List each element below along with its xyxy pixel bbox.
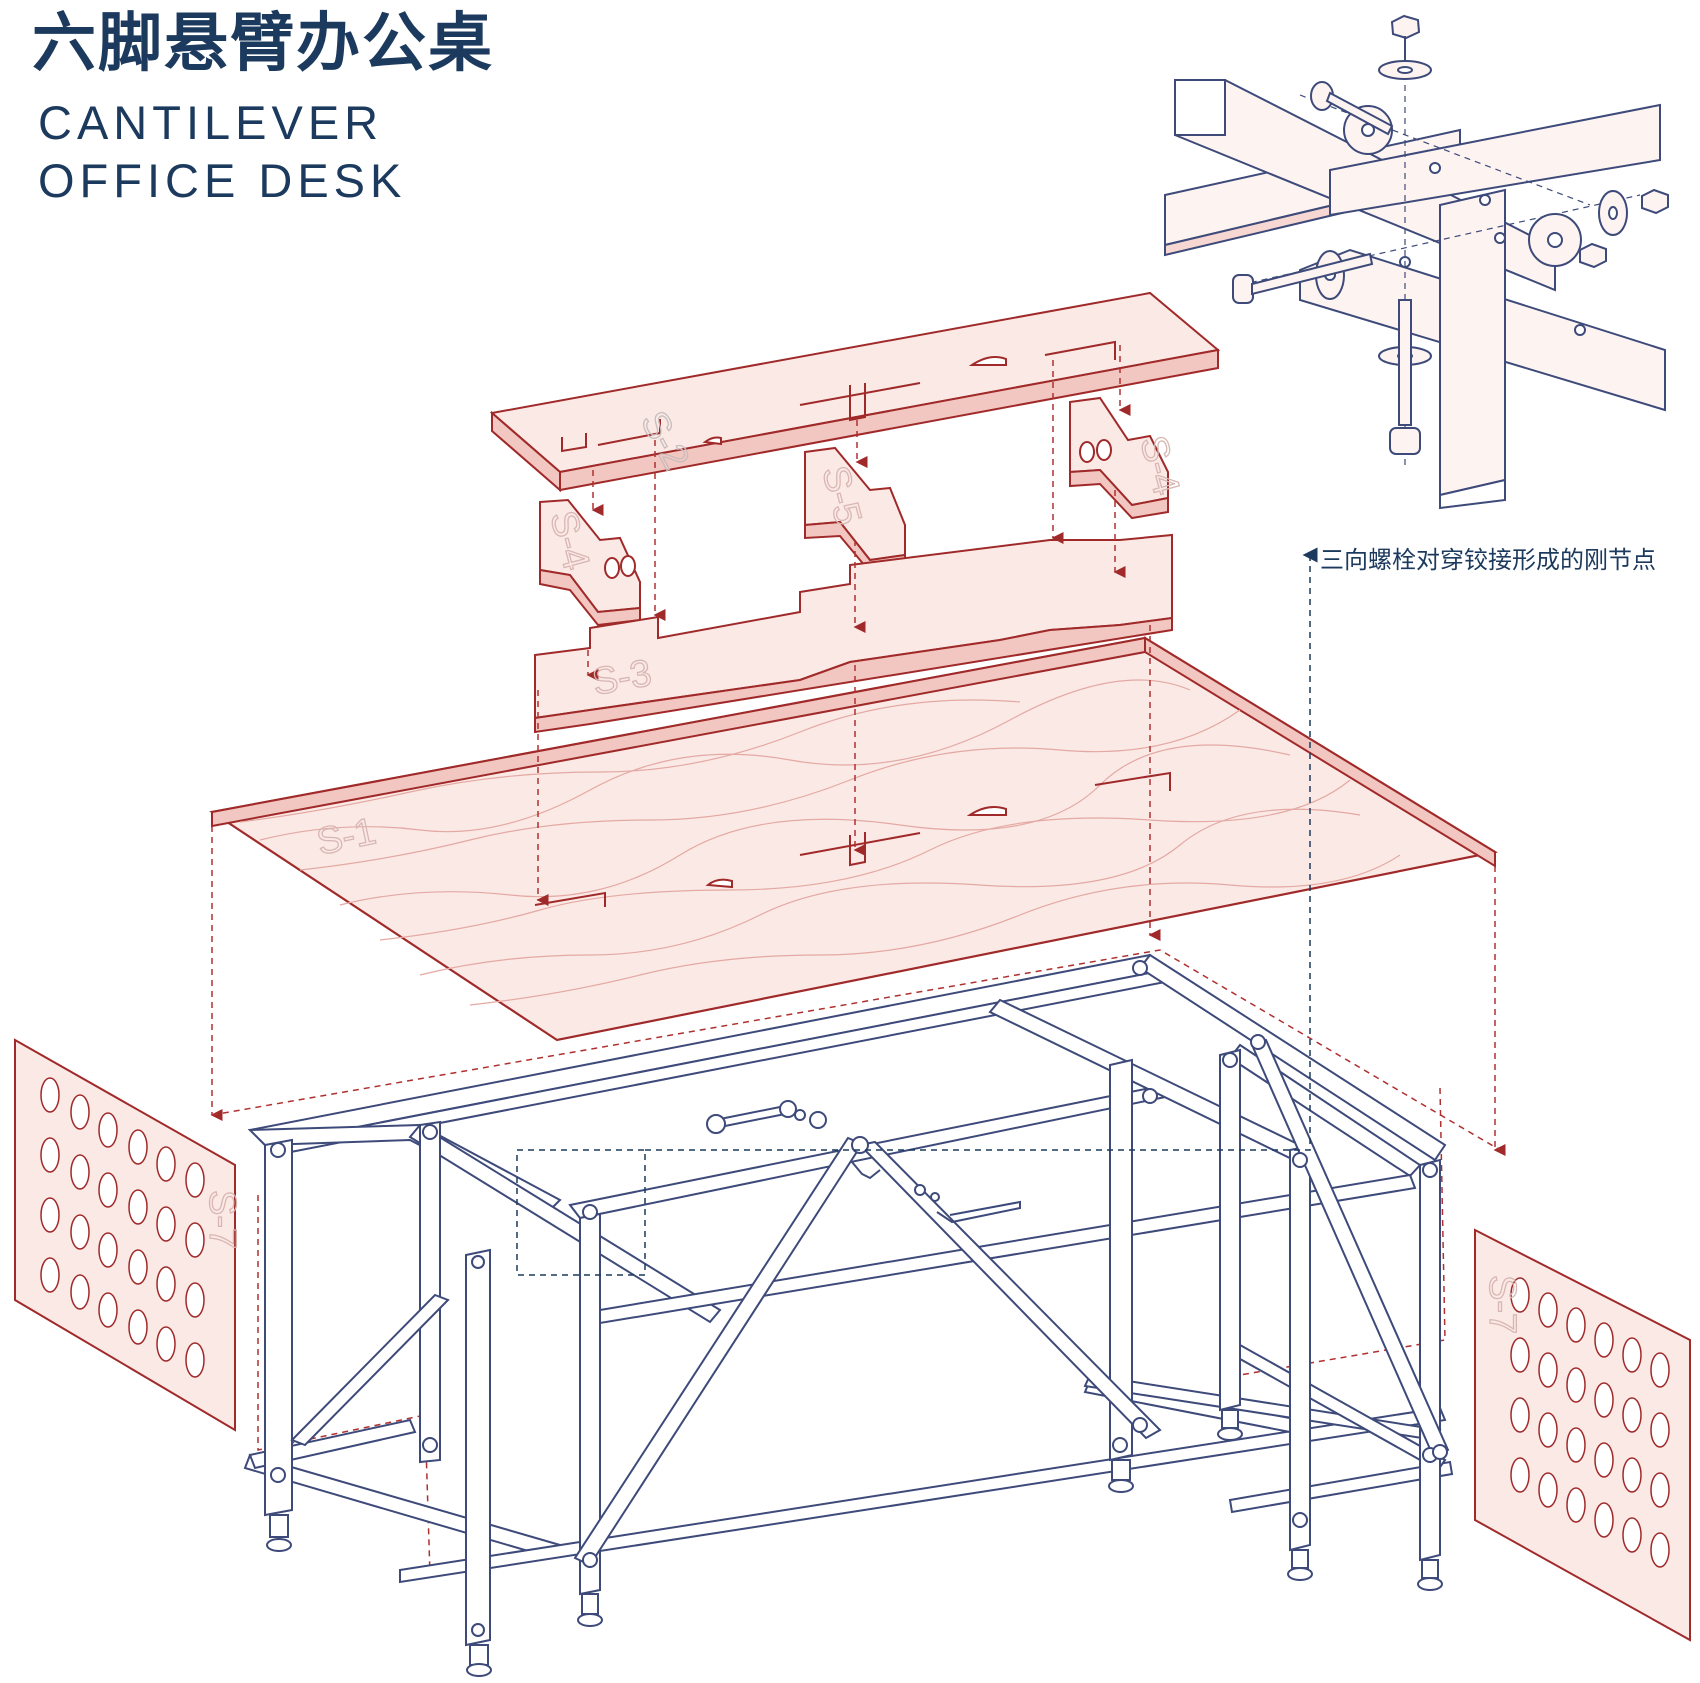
tube-upper-right (1329, 103, 1661, 217)
panel-holes-left (40, 1077, 205, 1378)
desktop-s1 (209, 636, 1498, 1042)
joint-callout-label: 三向螺栓对穿铰接形成的刚节点 (1320, 546, 1656, 574)
bracket-s4-left (539, 498, 641, 627)
title-english-line-1: CANTILEVER (38, 96, 384, 149)
title-english: CANTILEVER OFFICE DESK (38, 94, 406, 210)
detail-selection-box (516, 1149, 646, 1276)
title-english-line-2: OFFICE DESK (38, 154, 407, 207)
side-panel-right-s7 (1474, 1228, 1691, 1642)
steel-frame (243, 953, 1454, 1647)
hex-key-icon (851, 1161, 1021, 1224)
adjustable-feet (266, 1409, 1443, 1677)
side-panel-left-s7 (14, 1038, 236, 1432)
label-s7-right: S-7 (1481, 1275, 1523, 1334)
frame-bolt-heads (270, 960, 1448, 1637)
joint-detail (1164, 79, 1666, 510)
assembly-dashed-lines (210, 345, 1506, 1156)
wood-grain (239, 679, 1401, 1006)
hex-nut-icon (1390, 14, 1669, 269)
label-s7-left: S-7 (201, 1190, 243, 1249)
panel-holes-right (1510, 1277, 1670, 1568)
bracket-s5-middle (804, 446, 906, 574)
bracket-s4-right (1069, 396, 1169, 520)
title-chinese: 六脚悬臂办公桌 (32, 6, 494, 81)
arrow-up-icon (645, 547, 1318, 1151)
bolt-icon (1232, 81, 1421, 455)
wrench-icon (706, 1100, 827, 1134)
